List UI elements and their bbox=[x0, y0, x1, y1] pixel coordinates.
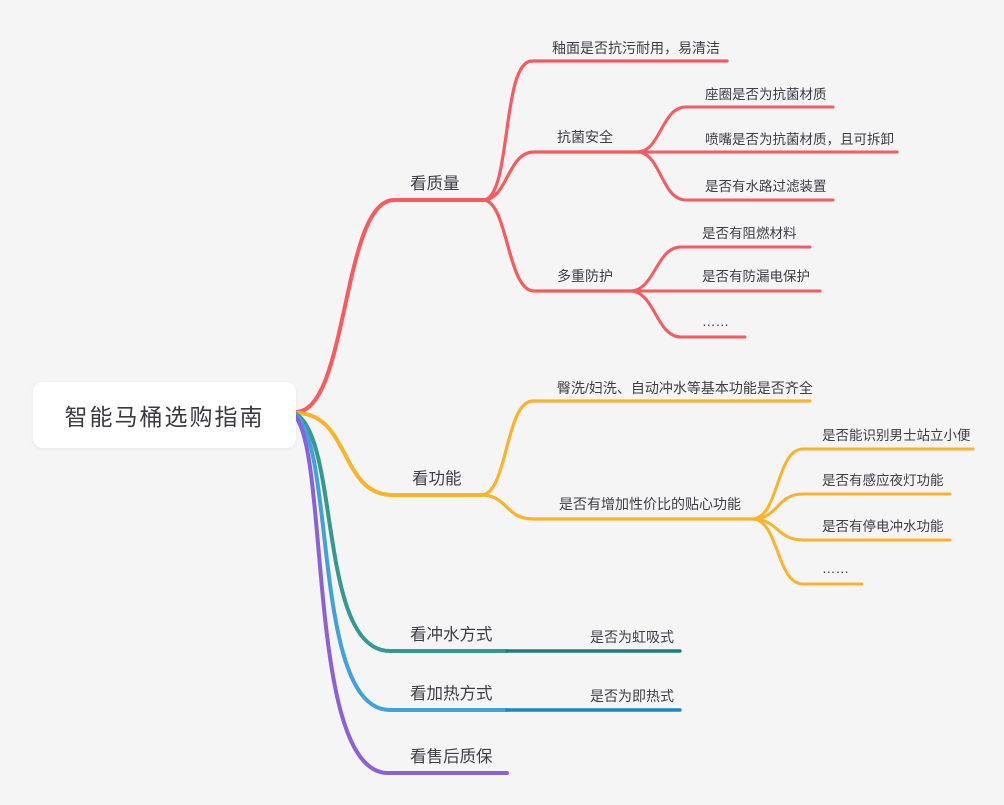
edge-root-quality bbox=[294, 198, 485, 414]
leaf-nozzle-label[interactable]: 喷嘴是否为抗菌材质，且可拆卸 bbox=[705, 132, 894, 147]
leaf-flame-label[interactable]: 是否有阻燃材料 bbox=[702, 226, 797, 241]
leaf-leakage-label[interactable]: 是否有防漏电保护 bbox=[702, 269, 810, 284]
edge-extra-standing bbox=[750, 447, 975, 521]
topic-extra-functions-label[interactable]: 是否有增加性价比的贴心功能 bbox=[559, 496, 741, 512]
edge-protection-ellipsis bbox=[628, 289, 747, 339]
branch-quality-label[interactable]: 看质量 bbox=[410, 175, 460, 193]
edge-quality-protection bbox=[481, 198, 632, 293]
branch-warranty-label[interactable]: 看售后质保 bbox=[410, 748, 493, 766]
topic-glaze-label[interactable]: 釉面是否抗污耐用，易清洁 bbox=[552, 40, 720, 56]
edge-extra-ellipsis bbox=[750, 517, 864, 586]
edge-extra-nightlight bbox=[750, 492, 952, 521]
branch-function-label[interactable]: 看功能 bbox=[412, 470, 462, 488]
edge-root-warranty bbox=[292, 413, 509, 775]
edge-function-basic bbox=[479, 399, 812, 497]
branch-heating-label[interactable]: 看加热方式 bbox=[410, 685, 493, 703]
branch-flush-label[interactable]: 看冲水方式 bbox=[410, 626, 493, 644]
edge-protection-flame bbox=[628, 245, 812, 293]
leaf-seat-ring-label[interactable]: 座圈是否为抗菌材质 bbox=[705, 87, 827, 102]
edge-root-flush bbox=[294, 412, 509, 653]
edge-root-heating bbox=[293, 412, 509, 712]
leaf-filter-label[interactable]: 是否有水路过滤装置 bbox=[705, 179, 827, 194]
topic-basic-functions-label[interactable]: 臀洗/妇洗、自动冲水等基本功能是否齐全 bbox=[557, 380, 813, 396]
edge-function-extra bbox=[479, 493, 754, 521]
topic-protection-label[interactable]: 多重防护 bbox=[557, 268, 613, 284]
edge-antibacterial-seat bbox=[635, 105, 835, 154]
leaf-instant-label[interactable]: 是否为即热式 bbox=[590, 688, 674, 704]
leaf-poweroff-flush-label[interactable]: 是否有停电冲水功能 bbox=[822, 519, 944, 534]
edge-quality-antibacterial bbox=[481, 150, 639, 202]
edge-root-function bbox=[294, 411, 483, 497]
leaf-ellipsis-red[interactable]: …… bbox=[702, 314, 729, 329]
leaf-ellipsis-yellow[interactable]: …… bbox=[822, 561, 849, 576]
edge-quality-glaze bbox=[481, 59, 729, 202]
topic-antibacterial-label[interactable]: 抗菌安全 bbox=[557, 129, 613, 145]
edge-antibacterial-filter bbox=[635, 150, 835, 202]
leaf-nightlight-label[interactable]: 是否有感应夜灯功能 bbox=[822, 473, 944, 488]
leaf-siphon-label[interactable]: 是否为虹吸式 bbox=[590, 629, 674, 645]
leaf-standing-detect-label[interactable]: 是否能识别男士站立小便 bbox=[822, 428, 971, 443]
root-node[interactable]: 智能马桶选购指南 bbox=[33, 382, 296, 448]
